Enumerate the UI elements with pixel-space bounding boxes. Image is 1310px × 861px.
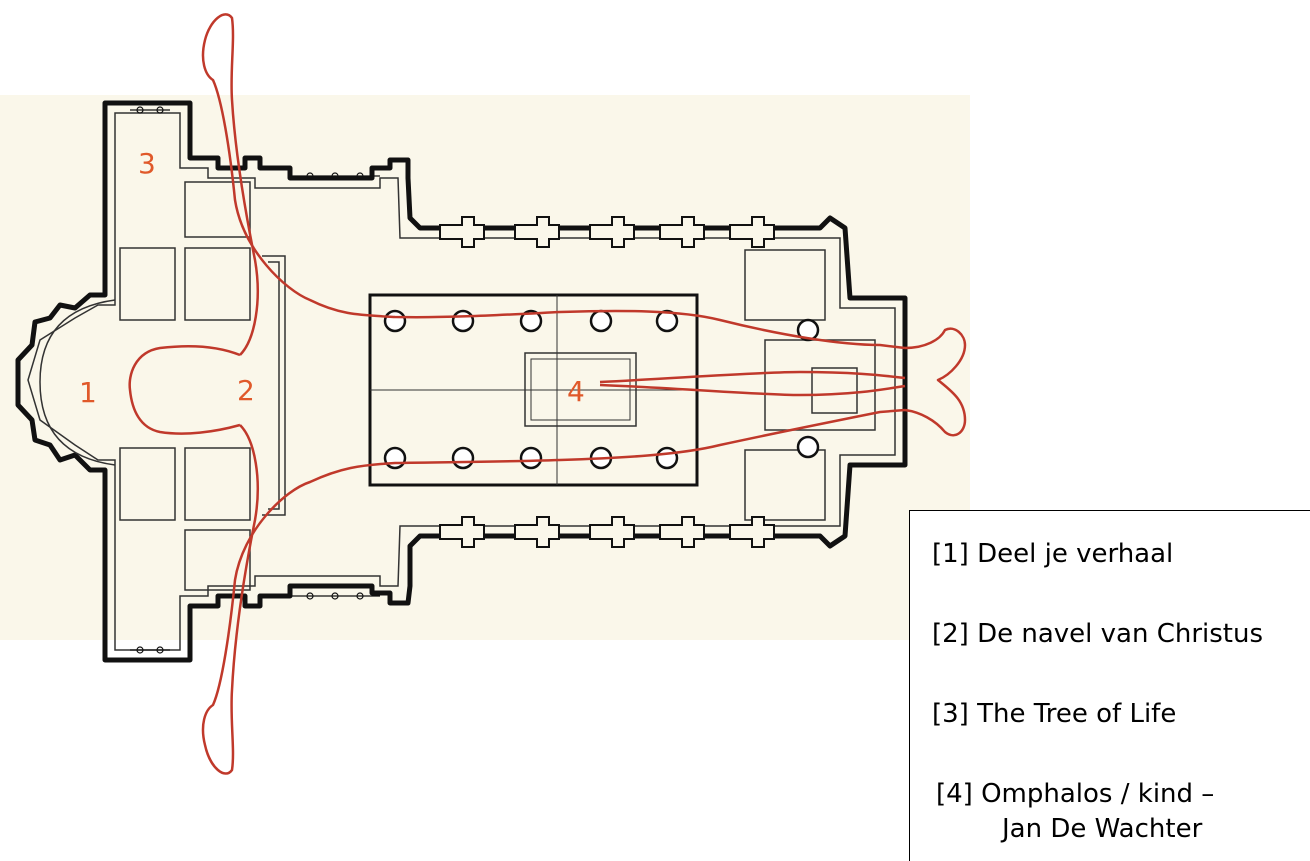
church-walls	[15, 100, 908, 663]
plan-label-1: 1	[79, 376, 97, 409]
plan-label-2: 2	[237, 374, 255, 407]
nave-buttresses	[439, 216, 775, 548]
decorative-links	[130, 106, 380, 654]
plan-background	[0, 95, 970, 640]
omphalos-frame-inner	[530, 358, 631, 421]
christ-figure-outline	[128, 13, 967, 775]
church-inner-walls	[27, 112, 896, 651]
legend-item-4: [4] Omphalos / kind –	[936, 779, 1215, 809]
legend-item-2: [2] De navel van Christus	[932, 619, 1264, 649]
legend-item-3: [3] The Tree of Life	[932, 699, 1177, 729]
legend-item-1: [1] Deel je verhaal	[932, 539, 1174, 569]
plan-label-3: 3	[138, 147, 156, 180]
plan-label-4: 4	[567, 375, 585, 408]
omphalos-frame-outer	[524, 352, 637, 427]
legend-item-4-author: Jan De Wachter	[1002, 814, 1203, 844]
legend-box: [1] Deel je verhaal [2] De navel van Chr…	[909, 510, 1310, 861]
